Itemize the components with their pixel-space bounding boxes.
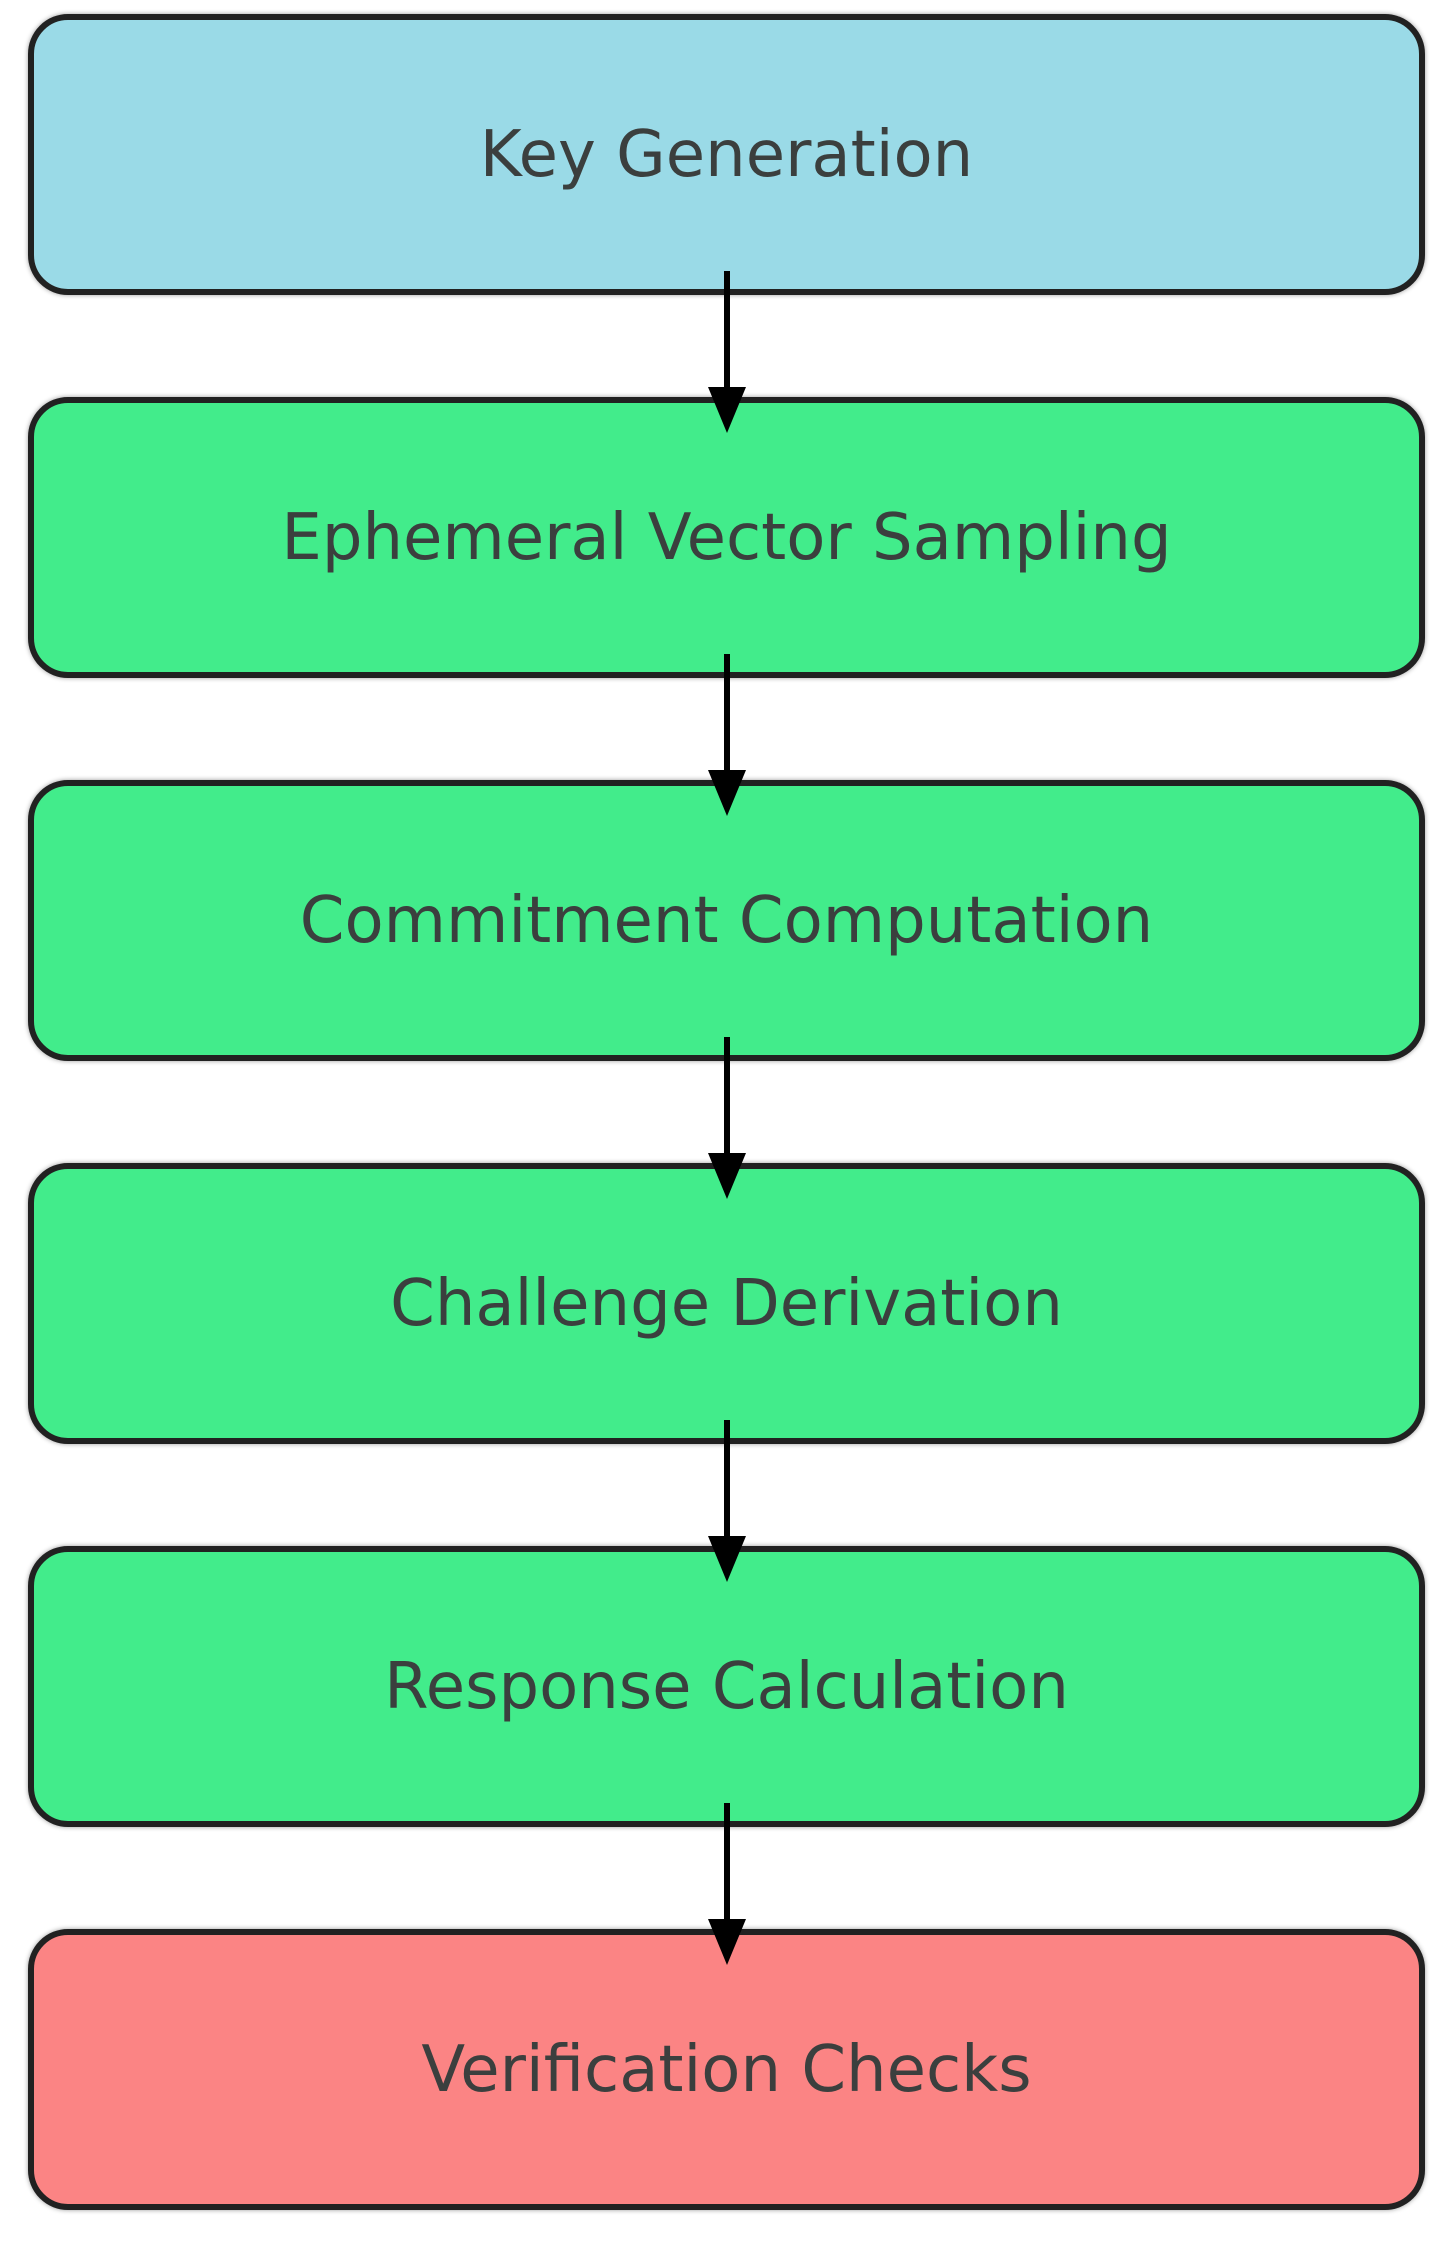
- node-key-generation: Key Generation: [28, 14, 1425, 295]
- arrow-down-icon: [707, 1420, 746, 1582]
- arrow-down-icon: [707, 654, 746, 816]
- edge-challenge-derivation-to-response-calculation: [28, 1420, 1425, 1582]
- node-label-challenge-derivation: Challenge Derivation: [390, 1266, 1063, 1341]
- node-response-calculation: Response Calculation: [28, 1546, 1425, 1827]
- node-challenge-derivation: Challenge Derivation: [28, 1163, 1425, 1444]
- arrow-down-icon: [707, 271, 746, 433]
- edge-ephemeral-vector-sampling-to-commitment-computation: [28, 654, 1425, 816]
- node-label-ephemeral-vector-sampling: Ephemeral Vector Sampling: [281, 500, 1172, 575]
- node-label-commitment-computation: Commitment Computation: [299, 883, 1154, 958]
- node-ephemeral-vector-sampling: Ephemeral Vector Sampling: [28, 397, 1425, 678]
- edge-response-calculation-to-verification-checks: [28, 1803, 1425, 1965]
- node-commitment-computation: Commitment Computation: [28, 780, 1425, 1061]
- node-label-key-generation: Key Generation: [479, 117, 974, 192]
- arrow-down-icon: [707, 1037, 746, 1199]
- edge-key-generation-to-ephemeral-vector-sampling: [28, 271, 1425, 433]
- node-label-response-calculation: Response Calculation: [384, 1649, 1069, 1724]
- node-verification-checks: Verification Checks: [28, 1929, 1425, 2210]
- arrow-down-icon: [707, 1803, 746, 1965]
- node-label-verification-checks: Verification Checks: [421, 2032, 1032, 2107]
- edge-commitment-computation-to-challenge-derivation: [28, 1037, 1425, 1199]
